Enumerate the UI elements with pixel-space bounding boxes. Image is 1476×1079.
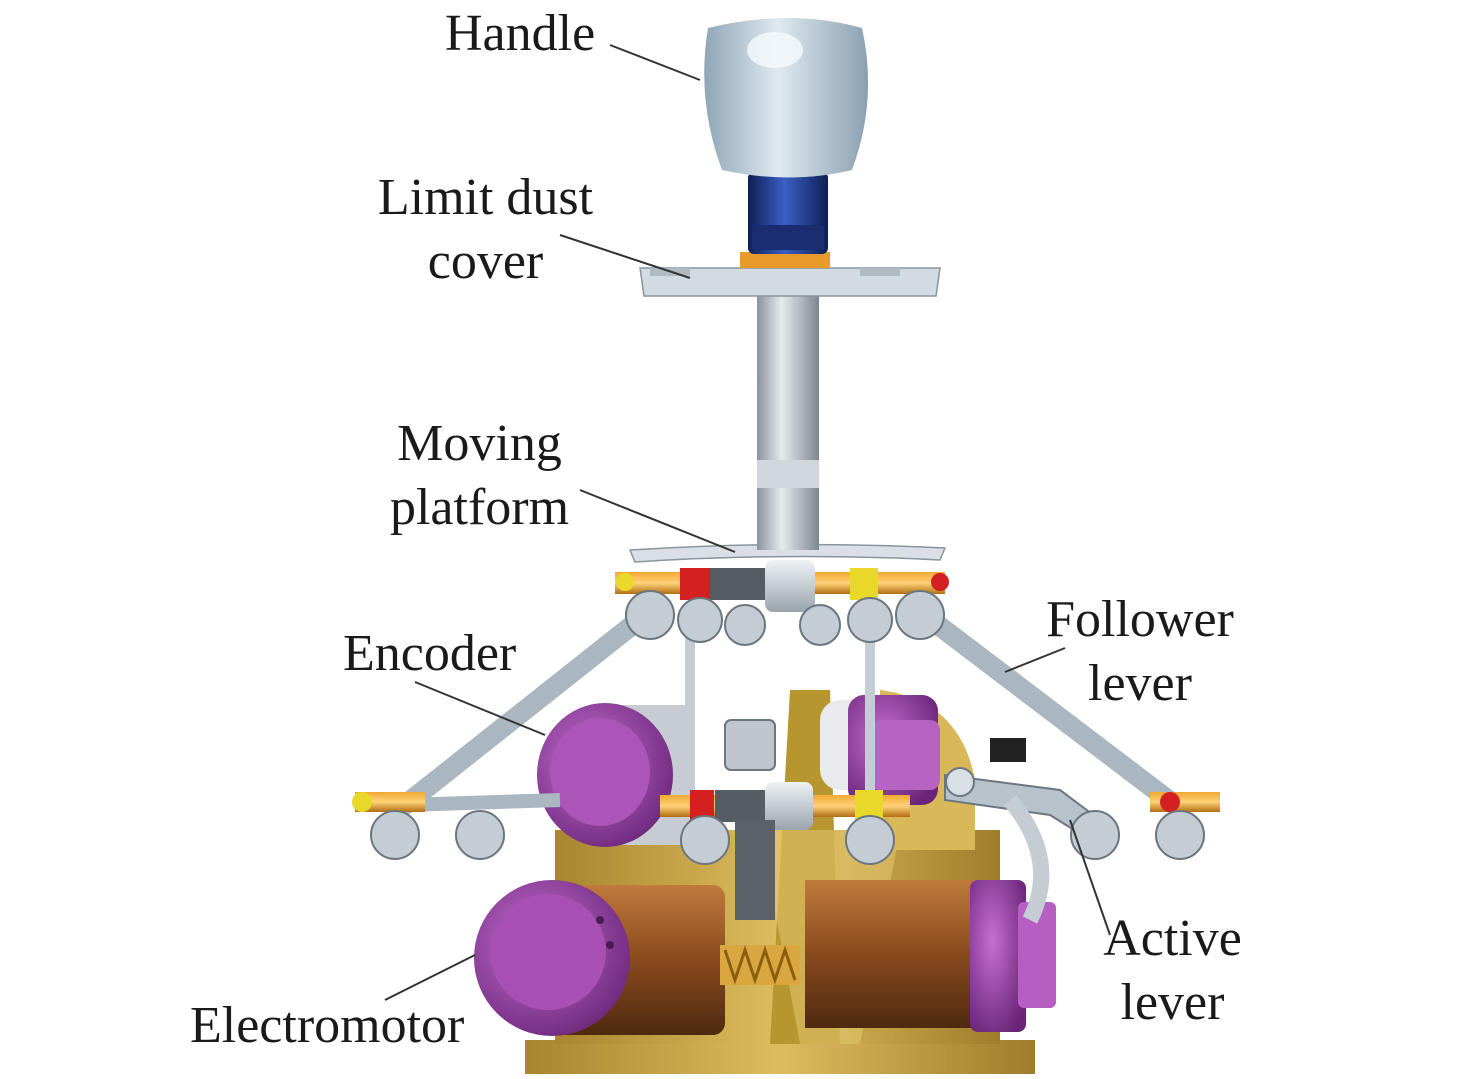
limit-dust-cover	[639, 252, 941, 297]
leader-follower-lever	[1004, 647, 1066, 673]
center-shaft	[757, 295, 819, 550]
label-limit-dust-cover-line2: cover	[427, 233, 544, 290]
label-active-lever-line1: Active	[1103, 910, 1242, 967]
right-motor	[805, 880, 1056, 1032]
label-handle: Handle	[445, 5, 596, 62]
leader-electromotor	[384, 954, 476, 1001]
right-encoder	[820, 695, 940, 805]
label-follower-lever-line1: Follower	[1046, 591, 1234, 648]
leader-limit-dust-cover	[559, 234, 691, 279]
label-active-lever-line2: lever	[1120, 974, 1225, 1031]
label-follower-lever: Follower lever	[1035, 588, 1245, 716]
label-electromotor: Electromotor	[190, 997, 465, 1054]
label-follower-lever-line2: lever	[1088, 655, 1192, 712]
label-encoder: Encoder	[343, 625, 517, 682]
label-active-lever: Active lever	[1090, 907, 1255, 1035]
leader-moving-platform	[579, 489, 736, 553]
label-moving-platform-line2: platform	[389, 479, 570, 536]
left-encoder	[537, 703, 695, 847]
moving-platform	[615, 543, 949, 646]
spring-coupling	[720, 945, 800, 985]
label-limit-dust-cover: Limit dust cover	[358, 166, 613, 294]
handle	[704, 18, 869, 254]
leader-handle	[609, 44, 701, 81]
leader-encoder	[414, 681, 546, 736]
follower-levers	[395, 605, 1185, 815]
label-moving-platform: Moving platform	[372, 412, 587, 540]
leader-lines	[384, 44, 1111, 1001]
outer-joints	[352, 792, 1220, 860]
left-motor	[474, 880, 725, 1036]
label-limit-dust-cover-line1: Limit dust	[377, 169, 594, 226]
label-moving-platform-line1: Moving	[397, 415, 562, 472]
leader-active-lever	[1069, 819, 1111, 936]
lower-joint-row	[660, 719, 910, 920]
